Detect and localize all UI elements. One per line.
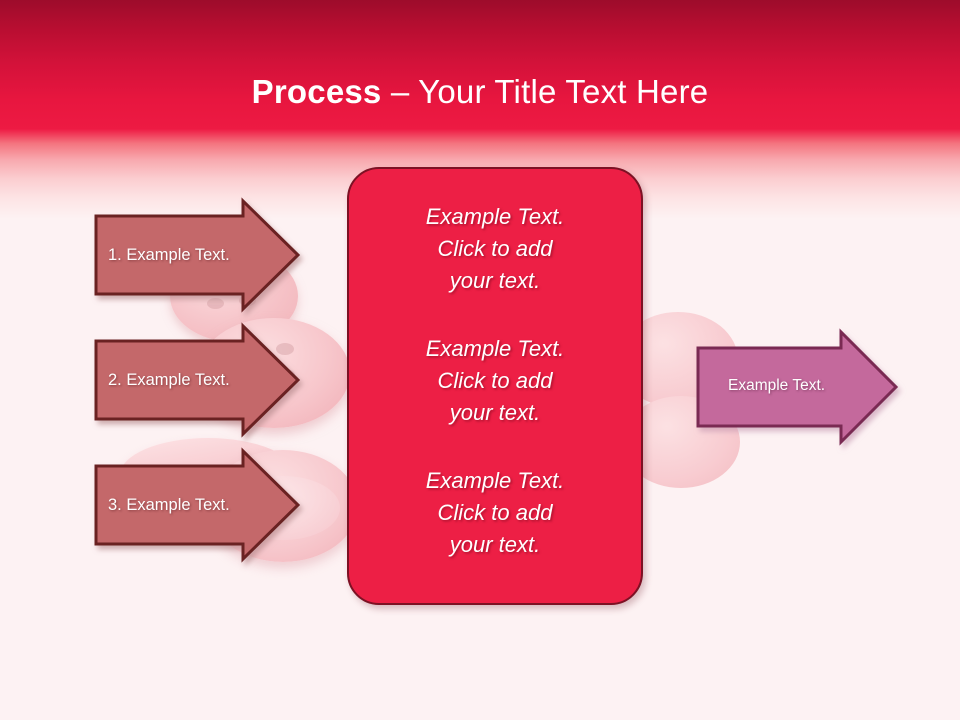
panel-text-block-1: Example Text. Click to add your text. [425,204,565,293]
panel-text-block-3: Example Text. Click to add your text. [425,468,565,557]
output-arrow[interactable]: Example Text. [695,328,899,446]
header-band [0,0,960,129]
output-arrow-label: Example Text. [728,377,826,394]
page-title: Process – Your Title Text Here [0,72,960,112]
step-arrow-3-label: 3. Example Text. [108,496,230,514]
step-arrow-shape [94,197,301,313]
panel-text-block-2: Example Text. Click to add your text. [425,336,565,425]
step-arrow-1-label: 1. Example Text. [108,246,230,264]
step-arrow-2-label: 2. Example Text. [108,371,230,389]
step-arrow-shape [94,447,301,563]
page-title-rest: – Your Title Text Here [381,73,709,111]
step-arrow-3[interactable]: 3. Example Text. [94,447,301,563]
step-arrow-1[interactable]: 1. Example Text. [94,197,301,313]
step-arrow-shape [94,322,301,438]
output-arrow-shape [696,328,899,446]
page-title-bold: Process [251,73,382,111]
process-detail-panel[interactable]: Example Text. Click to add your text. Ex… [347,167,643,605]
step-arrow-2[interactable]: 2. Example Text. [94,322,301,438]
